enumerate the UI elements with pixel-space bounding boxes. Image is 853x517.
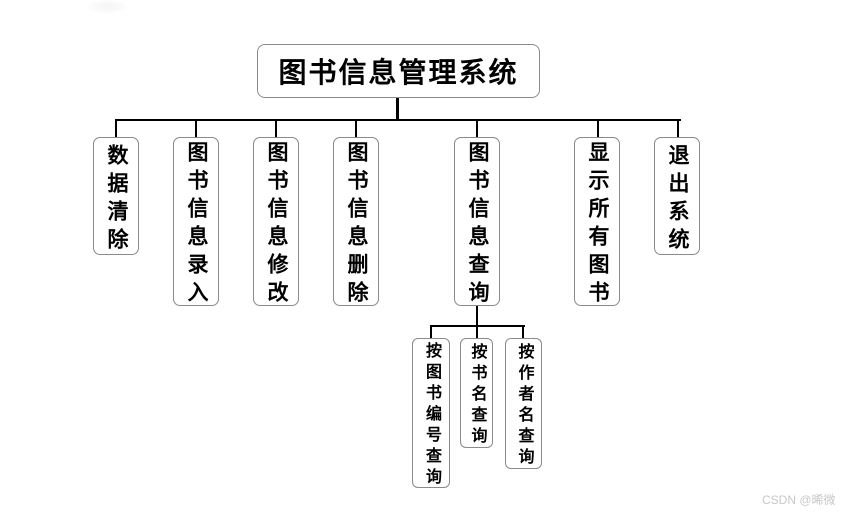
node-query-by-title: 按书名查询 xyxy=(460,338,493,448)
node-book-info-entry: 图书信息录入 xyxy=(173,137,219,309)
node-exit-system: 退出系统 xyxy=(654,137,700,256)
connector-stub-query-by-author xyxy=(522,326,524,339)
node-show-all-books: 显示所有图书 xyxy=(574,137,620,309)
connector-root-stub xyxy=(396,97,399,121)
node-label: 按作者名查询 xyxy=(515,343,533,469)
connector-query-stub xyxy=(476,306,478,326)
node-root-system: 图书信息管理系统 xyxy=(257,44,540,98)
artifact-smudge xyxy=(88,0,126,13)
connector-stub-book-modify xyxy=(275,120,277,138)
connector-stub-query-by-title xyxy=(476,326,478,339)
node-label: 图书信息删除 xyxy=(345,141,368,309)
node-label: 退出系统 xyxy=(666,143,689,256)
connector-stub-book-entry xyxy=(195,120,197,138)
node-book-info-query: 图书信息查询 xyxy=(454,137,500,309)
node-book-info-delete: 图书信息删除 xyxy=(333,137,379,309)
connector-level2-horizontal xyxy=(115,119,681,121)
node-label: 数据清除 xyxy=(105,143,128,256)
node-query-by-author: 按作者名查询 xyxy=(505,338,542,469)
node-book-info-modify: 图书信息修改 xyxy=(253,137,299,309)
connector-stub-show-all xyxy=(597,120,599,138)
csdn-watermark: CSDN @晞微 xyxy=(762,493,836,507)
node-label: 图书信息查询 xyxy=(466,141,489,309)
node-label: 按书名查询 xyxy=(468,343,486,448)
node-label: 图书信息修改 xyxy=(265,141,288,309)
node-data-clear: 数据清除 xyxy=(93,137,139,256)
node-label: 显示所有图书 xyxy=(586,141,609,309)
connector-stub-exit xyxy=(677,120,679,138)
connector-stub-book-query xyxy=(476,120,478,138)
connector-stub-book-delete xyxy=(355,120,357,138)
node-label: 按图书编号查询 xyxy=(423,342,440,489)
connector-stub-data-clear xyxy=(115,120,117,138)
connector-stub-query-by-id xyxy=(430,326,432,339)
node-label: 图书信息录入 xyxy=(185,141,208,309)
node-query-by-book-id: 按图书编号查询 xyxy=(412,338,450,489)
node-root-label: 图书信息管理系统 xyxy=(278,57,519,88)
